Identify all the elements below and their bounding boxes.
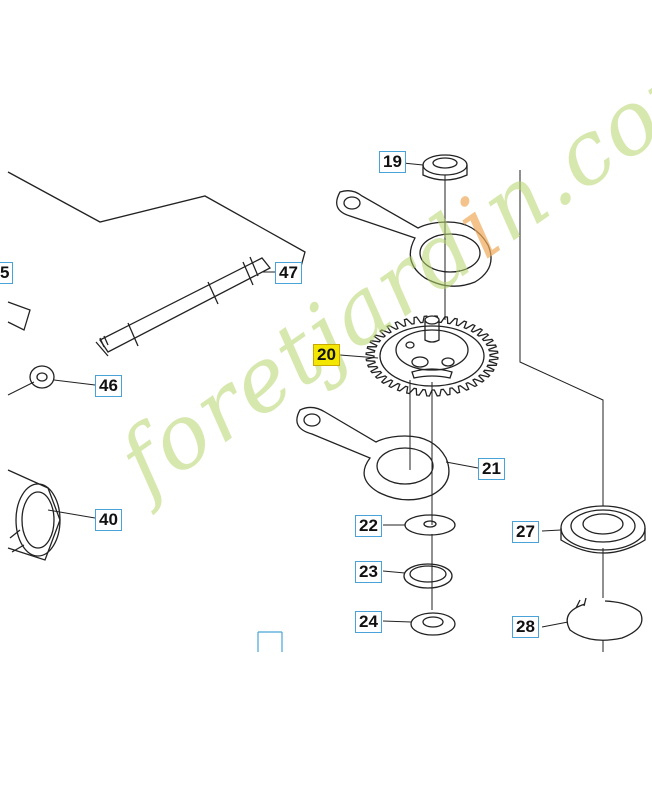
lever-upper-part [336, 190, 492, 287]
callout-24[interactable]: 24 [355, 611, 382, 633]
callout-40[interactable]: 40 [95, 509, 122, 531]
housing-outline [7, 171, 306, 271]
washer-part [29, 365, 55, 389]
callout-28[interactable]: 28 [512, 616, 539, 638]
gear-part [365, 315, 499, 397]
lever-lower-part [296, 406, 450, 501]
ring-23-part [403, 563, 453, 589]
callout-47[interactable]: 47 [275, 262, 302, 284]
callout-23[interactable]: 23 [355, 561, 382, 583]
washer-22-part [404, 514, 456, 536]
left-bracket-part [7, 301, 31, 331]
callout-22[interactable]: 22 [355, 515, 382, 537]
callout-5[interactable]: 5 [0, 262, 14, 284]
callout-19[interactable]: 19 [379, 151, 406, 173]
bearing-27-part [560, 505, 646, 554]
bushing-part [7, 469, 61, 561]
callout-21[interactable]: 21 [478, 458, 505, 480]
washer-24-part [410, 612, 456, 636]
callout-27[interactable]: 27 [512, 521, 539, 543]
circlip-part [566, 597, 643, 641]
shaft-part [95, 256, 272, 357]
callout-20[interactable]: 20 [313, 344, 340, 366]
callout-46[interactable]: 46 [95, 375, 122, 397]
